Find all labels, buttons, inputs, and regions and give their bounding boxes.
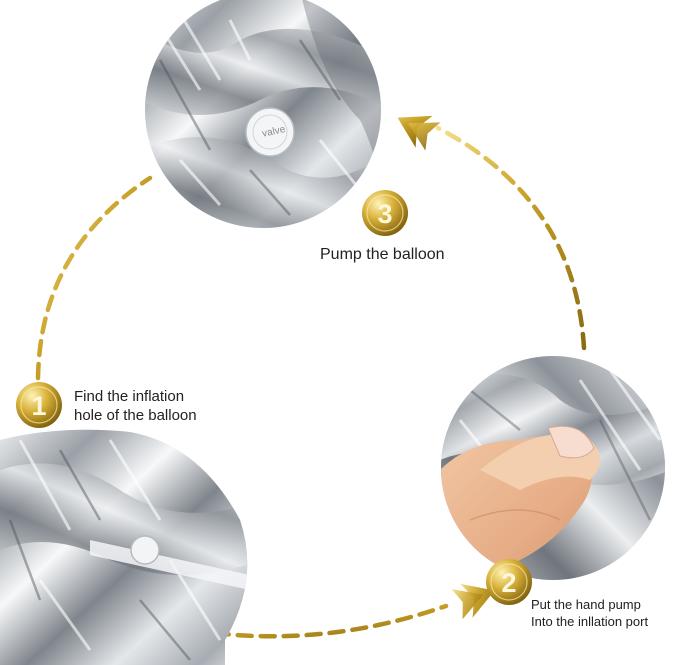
step-number-3: 3 bbox=[377, 199, 392, 229]
arc-step1-to-step3 bbox=[35, 175, 153, 381]
arrowhead-bottom-icon bbox=[451, 583, 495, 620]
arrowhead-top-icon bbox=[397, 115, 441, 151]
step-badge-3: 3 bbox=[362, 190, 408, 236]
arc-step2-to-step3 bbox=[435, 125, 587, 351]
step-badge-2: 2 bbox=[486, 559, 532, 605]
photo-insert-pump bbox=[441, 356, 665, 580]
step-3-text: Pump the balloon bbox=[320, 246, 445, 263]
step-2-text: Put the hand pump Into the inllation por… bbox=[531, 597, 649, 629]
photo-pump-balloon: valve bbox=[145, 0, 381, 228]
valve: valve bbox=[245, 107, 295, 157]
step-number-2: 2 bbox=[501, 568, 516, 598]
step-1-text: Find the inflation hole of the balloon bbox=[74, 388, 197, 424]
step-badge-1: 1 bbox=[16, 382, 62, 428]
step-number-1: 1 bbox=[31, 391, 46, 421]
inflation-tube bbox=[90, 540, 248, 590]
inflation-hole bbox=[130, 535, 160, 565]
photo-find-hole bbox=[0, 429, 248, 665]
valve-label: valve bbox=[261, 124, 287, 140]
